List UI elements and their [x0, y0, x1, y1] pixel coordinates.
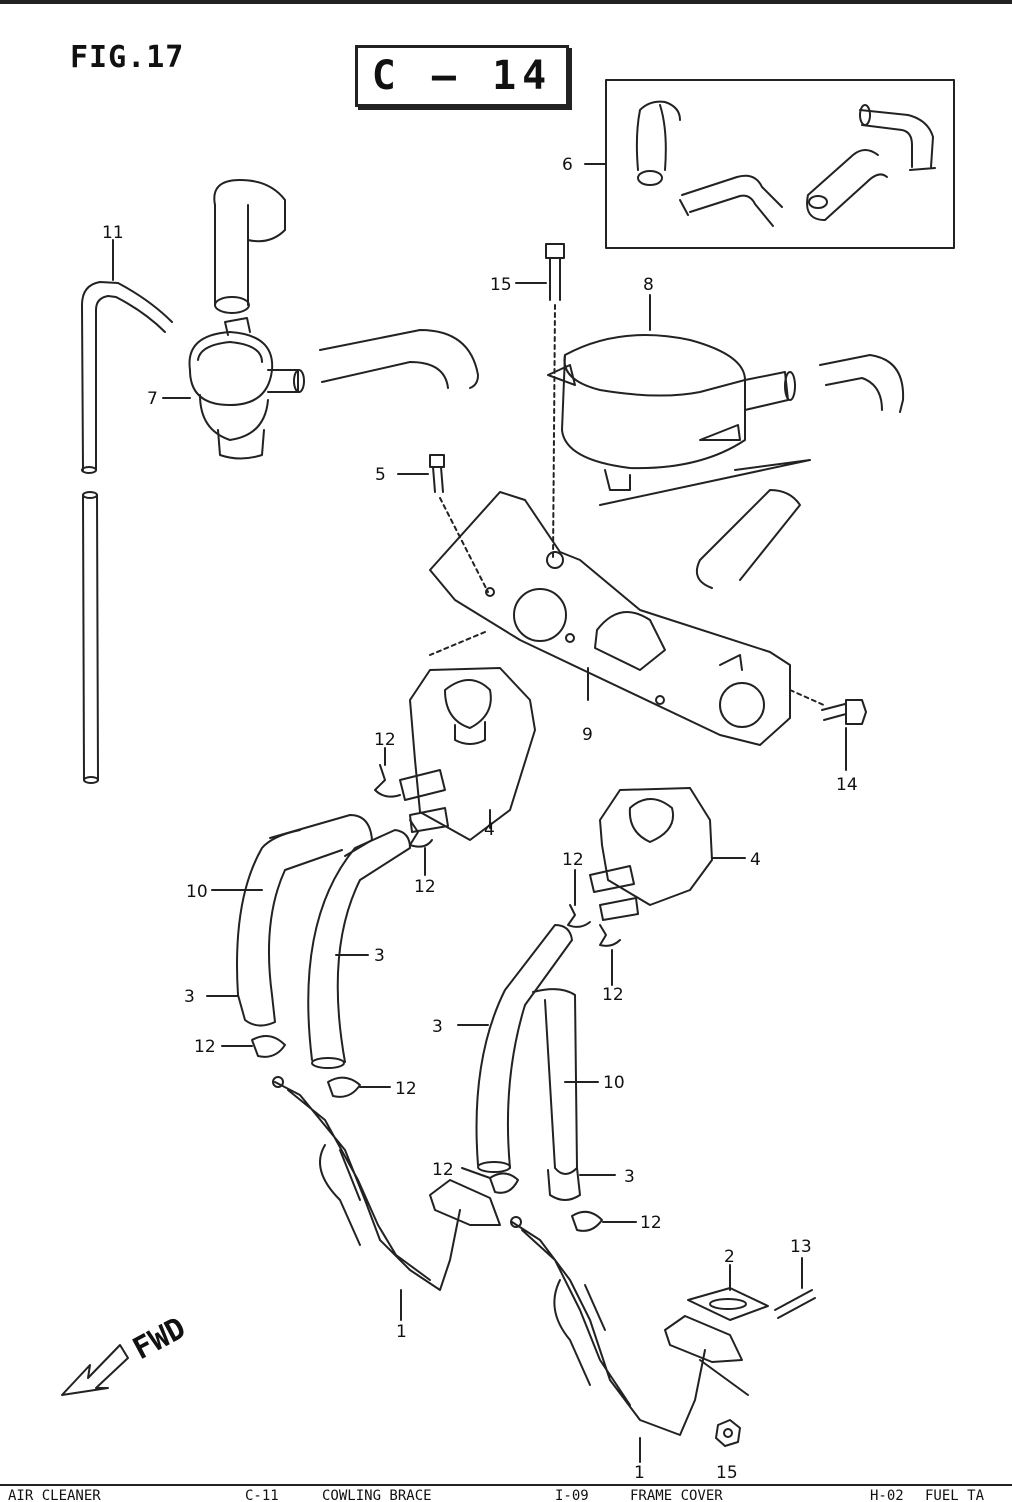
- callout-4-a: 4: [484, 820, 495, 840]
- callout-12-f: 12: [395, 1079, 417, 1099]
- footer-item-2: COWLING BRACE: [322, 1488, 432, 1502]
- figure-title: FIG.17: [70, 40, 185, 75]
- callout-1-a: 1: [396, 1322, 407, 1342]
- forward-direction-arrow: [61, 1344, 129, 1396]
- callout-13: 13: [790, 1237, 812, 1257]
- top-border: [0, 0, 1012, 4]
- hoses-right: [475, 924, 581, 1201]
- footer-ref-2: I-09: [555, 1488, 589, 1502]
- callout-14: 14: [836, 775, 858, 795]
- part-6-hose-set: [605, 79, 955, 249]
- part-8-filter-housing: [547, 334, 796, 491]
- part-1-pipe-right: [510, 1216, 749, 1436]
- part-9-mounting-plate: [429, 491, 791, 746]
- part-15-bolt: [545, 243, 565, 301]
- part-15-nut: [715, 1419, 741, 1447]
- callout-10-b: 10: [603, 1073, 625, 1093]
- part-13-stud: [774, 1289, 816, 1319]
- cross-reference-footer: AIR CLEANER C-11 COWLING BRACE I-09 FRAM…: [0, 1484, 1012, 1502]
- callout-4-b: 4: [750, 850, 761, 870]
- callout-15-bottom: 15: [716, 1463, 738, 1483]
- hoses-left: [236, 814, 411, 1069]
- callout-5: 5: [375, 465, 386, 485]
- part-5-screw: [429, 454, 445, 493]
- footer-item-1: AIR CLEANER: [8, 1488, 101, 1502]
- callout-6: 6: [562, 155, 573, 175]
- callout-8: 8: [643, 275, 654, 295]
- assembly-guide-line: [599, 459, 811, 506]
- part-4-pump-lower: [589, 787, 713, 921]
- callout-9: 9: [582, 725, 593, 745]
- callout-12-c: 12: [414, 877, 436, 897]
- callout-12-a: 12: [374, 730, 396, 750]
- part-1-pipe-left: [272, 1076, 501, 1291]
- callout-3-d: 3: [624, 1167, 635, 1187]
- callout-15-top: 15: [490, 275, 512, 295]
- reference-code-box: C — 14: [355, 45, 569, 107]
- callout-12-b: 12: [562, 850, 584, 870]
- part-2-gasket: [687, 1287, 769, 1321]
- forward-label: FWD: [127, 1311, 191, 1367]
- callout-3-a: 3: [374, 946, 385, 966]
- callout-3-c: 3: [432, 1017, 443, 1037]
- callout-10-a: 10: [186, 882, 208, 902]
- callout-12-d: 12: [602, 985, 624, 1005]
- callout-12-h: 12: [640, 1213, 662, 1233]
- callout-11: 11: [102, 223, 124, 243]
- footer-ref-3: H-02: [870, 1488, 904, 1502]
- callout-2: 2: [724, 1247, 735, 1267]
- intake-hose: [319, 329, 479, 389]
- callout-3-b: 3: [184, 987, 195, 1007]
- callout-12-g: 12: [432, 1160, 454, 1180]
- hose-stub: [696, 489, 801, 589]
- callout-7: 7: [147, 389, 158, 409]
- part-12-clamps: [251, 764, 621, 1232]
- footer-item-3: FRAME COVER: [630, 1488, 723, 1502]
- part-11-hose: [81, 281, 173, 784]
- callout-1-b: 1: [634, 1463, 645, 1483]
- part-14-bolt: [821, 699, 867, 725]
- callout-12-e: 12: [194, 1037, 216, 1057]
- part-4-pump-upper: [399, 667, 536, 841]
- part-7-valve: [188, 179, 305, 460]
- elbow-hose: [819, 354, 905, 413]
- footer-ref-1: C-11: [245, 1488, 279, 1502]
- footer-item-4: FUEL TA: [925, 1488, 985, 1502]
